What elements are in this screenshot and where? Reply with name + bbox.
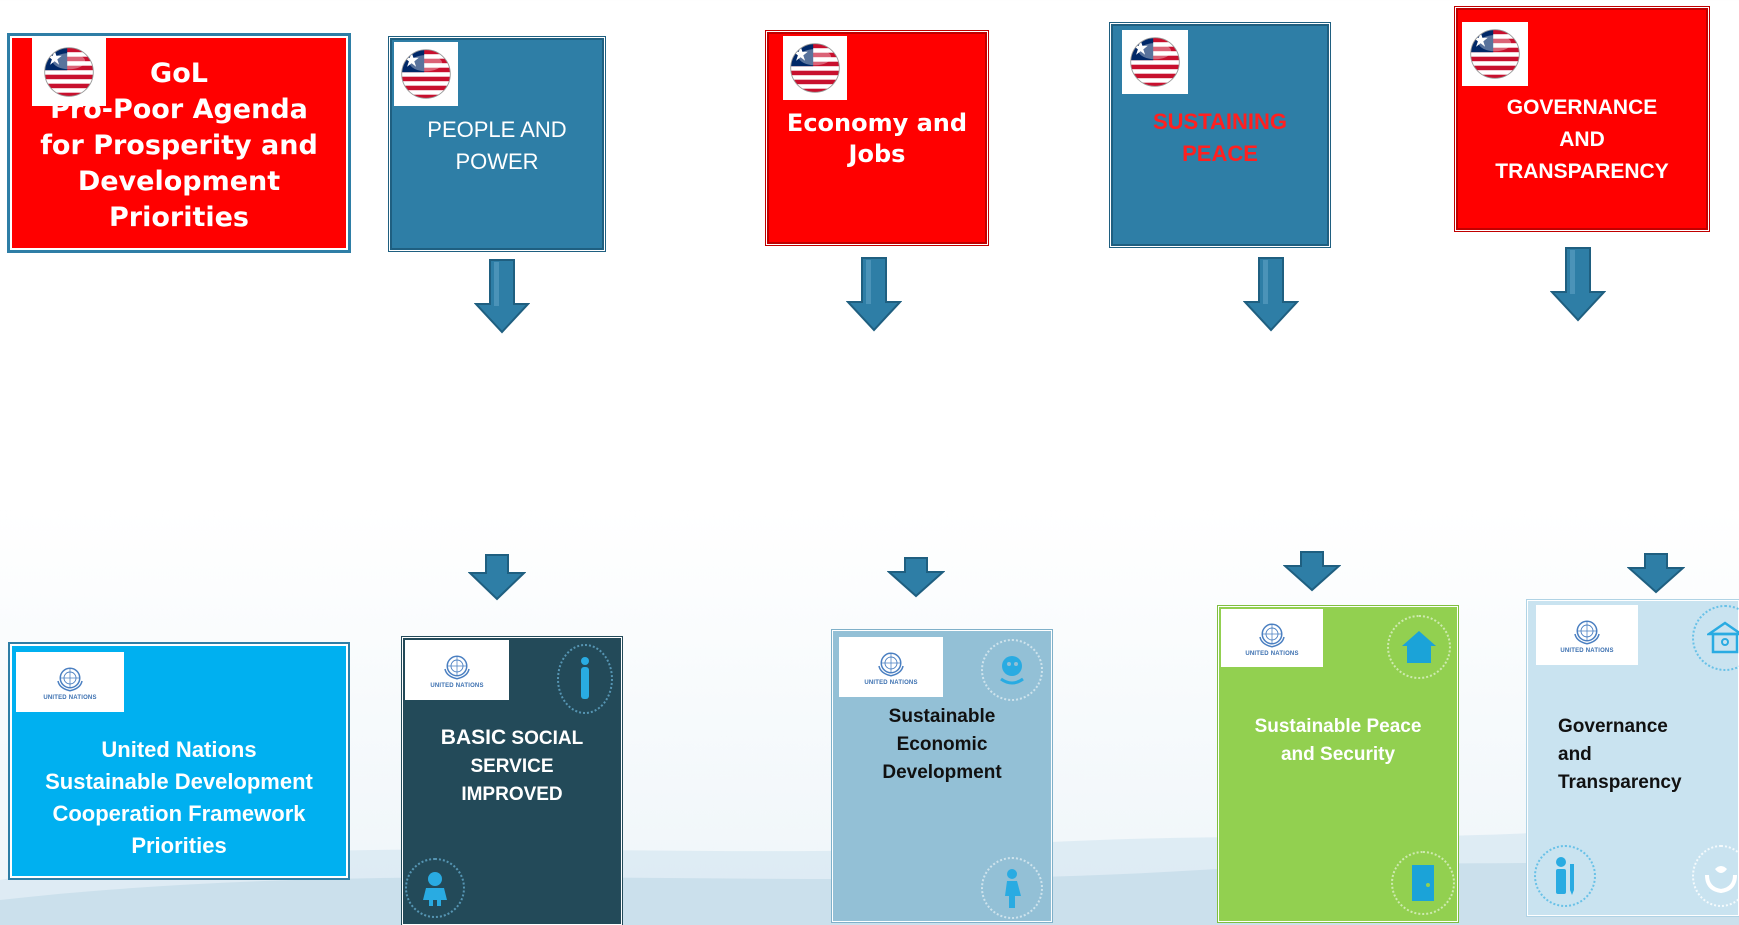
down-arrow-icon xyxy=(1627,553,1685,594)
outcome-line-1: BASIC SOCIAL xyxy=(413,724,611,753)
outcome-line-2: and Security xyxy=(1280,744,1396,765)
un-emblem-icon xyxy=(57,667,83,692)
un-emblem-icon xyxy=(878,652,904,677)
unsdcf-line-4: Priorities xyxy=(131,833,227,858)
pillar-label: Economy and Jobs xyxy=(769,108,985,170)
pillar-line-2: Jobs xyxy=(848,140,906,168)
pillar-line-2: PEACE xyxy=(1182,141,1258,166)
outcome-title: Sustainable Peace and Security xyxy=(1219,713,1457,769)
un-label: UNITED NATIONS xyxy=(864,680,918,686)
un-logo: UNITED NATIONS xyxy=(839,637,943,697)
outcome-line-3: Transparency xyxy=(1558,772,1682,793)
pillar-line-3: TRANSPARENCY xyxy=(1495,160,1669,183)
down-arrow-icon xyxy=(1243,257,1299,332)
un-label: UNITED NATIONS xyxy=(1245,651,1299,657)
un-emblem-icon xyxy=(1259,623,1285,648)
un-logo: UNITED NATIONS xyxy=(1221,609,1323,667)
pillar-line-1: SUSTAINING xyxy=(1152,109,1288,134)
down-arrow-icon xyxy=(887,557,945,598)
unsdcf-line-3: Cooperation Framework xyxy=(52,801,306,826)
un-label: UNITED NATIONS xyxy=(430,683,484,689)
gol-priorities-box: GoL Pro-Poor Agenda for Prosperity and D… xyxy=(8,34,350,252)
outcome-line-1: Sustainable Peace xyxy=(1254,716,1422,737)
down-arrow-icon xyxy=(1283,551,1341,592)
outcome-line-2: SERVICE xyxy=(470,756,554,777)
outcome-line-1-rest: SOCIAL xyxy=(506,728,584,749)
un-emblem-icon xyxy=(444,655,470,680)
un-logo: UNITED NATIONS xyxy=(405,640,509,700)
outcome-line-3: IMPROVED xyxy=(461,784,563,805)
unsdcf-title: United Nations Sustainable Development C… xyxy=(10,734,348,862)
health-icon xyxy=(981,639,1043,701)
gol-line-3: for Prosperity and xyxy=(40,130,318,161)
pillar-governance-and-transparency: GOVERNANCE AND TRANSPARENCY xyxy=(1456,8,1708,230)
outcome-line-1: Governance xyxy=(1558,716,1668,737)
outcome-line-3: Development xyxy=(882,762,1002,783)
hands-icon xyxy=(1692,845,1739,907)
un-label: UNITED NATIONS xyxy=(1560,648,1614,654)
unsdcf-line-1: United Nations xyxy=(101,737,257,762)
liberia-flag-icon xyxy=(394,42,458,106)
liberia-flag-icon xyxy=(32,38,106,106)
house-icon xyxy=(1387,615,1451,679)
outcome-line-1: Sustainable xyxy=(888,706,996,727)
school-icon xyxy=(1692,605,1739,671)
pillar-label: PEOPLE AND POWER xyxy=(392,114,602,178)
outcome-basic-social-service: UNITED NATIONS BASIC SOCIAL SERVICE IMPR… xyxy=(402,637,622,925)
gol-line-5: Priorities xyxy=(108,202,250,233)
un-logo: UNITED NATIONS xyxy=(16,652,124,712)
outcome-governance-and-transparency: UNITED NATIONS Governance and Transparen… xyxy=(1527,600,1739,916)
pillar-line-2: AND xyxy=(1559,128,1605,151)
outcome-line-2: Economic xyxy=(896,734,988,755)
outcome-title: BASIC SOCIAL SERVICE IMPROVED xyxy=(413,724,611,809)
down-arrow-icon xyxy=(474,259,530,334)
person-icon xyxy=(557,644,613,714)
outcome-sustainable-peace-and-security: UNITED NATIONS Sustainable Peace and Sec… xyxy=(1218,606,1458,922)
pillar-people-and-power: PEOPLE AND POWER xyxy=(390,38,604,250)
gol-line-4: Development xyxy=(77,166,281,197)
pillar-sustaining-peace: SUSTAINING PEACE xyxy=(1111,24,1329,246)
down-arrow-icon xyxy=(1550,247,1606,322)
un-label: UNITED NATIONS xyxy=(43,695,97,701)
mother-icon xyxy=(981,857,1043,919)
liberia-flag-icon xyxy=(783,36,847,100)
pillar-line-1: Economy and xyxy=(786,109,968,137)
child-icon xyxy=(405,858,465,918)
pillar-label: SUSTAINING PEACE xyxy=(1113,106,1327,170)
student-icon xyxy=(1534,845,1596,907)
unsdcf-priorities-box: UNITED NATIONS United Nations Sustainabl… xyxy=(8,642,350,880)
pillar-line-1: PEOPLE AND xyxy=(427,117,567,142)
outcome-sustainable-economic-development: UNITED NATIONS Sustainable Economic Deve… xyxy=(832,630,1052,922)
pillar-line-1: GOVERNANCE xyxy=(1506,96,1658,119)
liberia-flag-icon xyxy=(1462,22,1528,86)
pillar-line-2: POWER xyxy=(455,149,539,174)
gol-line-2: Pro-Poor Agenda xyxy=(50,94,308,125)
gol-title: GoL Pro-Poor Agenda for Prosperity and D… xyxy=(10,56,348,236)
unsdcf-line-2: Sustainable Development xyxy=(45,769,313,794)
door-icon xyxy=(1391,851,1455,915)
pillar-label: GOVERNANCE AND TRANSPARENCY xyxy=(1458,92,1706,188)
un-emblem-icon xyxy=(1574,620,1600,645)
outcome-title: Governance and Transparency xyxy=(1558,713,1682,797)
outcome-line-2: and xyxy=(1558,744,1592,765)
outcome-title: Sustainable Economic Development xyxy=(843,703,1041,787)
outcome-lead: BASIC xyxy=(440,726,507,749)
pillar-economy-and-jobs: Economy and Jobs xyxy=(767,32,987,244)
un-logo: UNITED NATIONS xyxy=(1536,605,1638,665)
gol-line-1: GoL xyxy=(150,58,208,89)
liberia-flag-icon xyxy=(1122,30,1188,94)
down-arrow-icon xyxy=(468,554,526,601)
down-arrow-icon xyxy=(846,257,902,332)
